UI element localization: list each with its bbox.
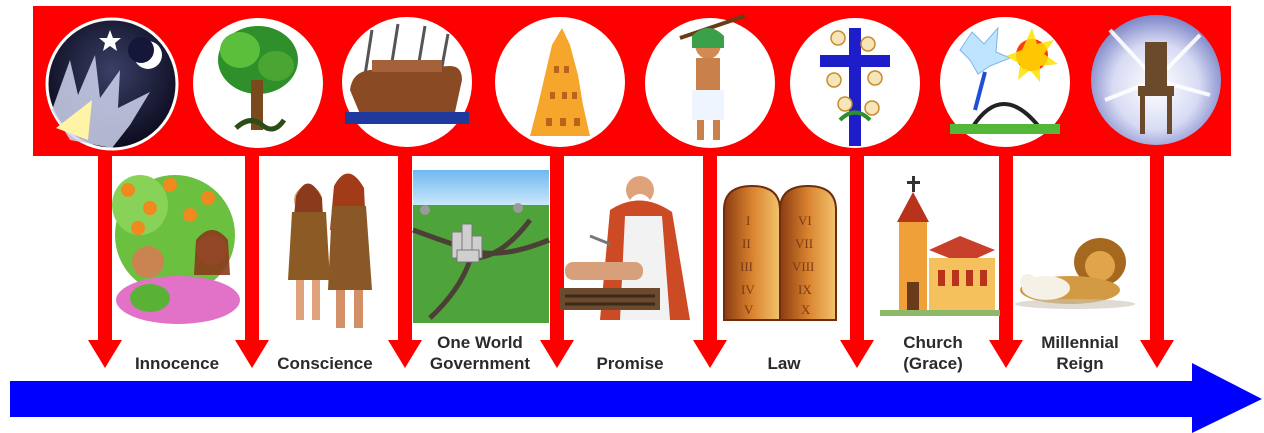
svg-text:IV: IV	[741, 282, 755, 297]
lion-and-lamb-scene	[1015, 238, 1135, 309]
era-icons	[45, 14, 1221, 151]
svg-text:V: V	[744, 302, 754, 317]
city-with-roads-scene	[412, 170, 550, 323]
svg-text:X: X	[801, 302, 811, 317]
down-arrow-3	[388, 150, 422, 368]
down-arrow-7	[989, 150, 1023, 368]
era-label-one-world-government: One World Government	[429, 333, 531, 373]
tower-of-babel-icon	[495, 17, 625, 147]
svg-text:VII: VII	[795, 236, 813, 251]
down-arrow-2	[235, 150, 269, 368]
adam-and-eve-expelled-scene	[288, 173, 372, 328]
svg-text:II: II	[742, 236, 751, 251]
church-building-scene	[880, 176, 1000, 316]
abraham-sacrificing-isaac-scene	[560, 176, 690, 320]
night-sky-moon-icon	[45, 17, 179, 151]
noahs-ark-in-rain-icon	[342, 17, 472, 147]
egyptian-taskmaster-icon	[645, 14, 775, 148]
radiant-throne-icon	[1091, 15, 1221, 145]
era-label-innocence: Innocence	[134, 354, 220, 373]
down-arrow-5	[693, 150, 727, 368]
svg-text:I: I	[746, 213, 750, 228]
svg-text:VIII: VIII	[792, 259, 814, 274]
era-label-conscience: Conscience	[277, 354, 373, 373]
era-label-church-grace: Church (Grace)	[903, 333, 963, 373]
adam-and-eve-in-garden-scene	[112, 175, 240, 324]
down-arrow-1	[88, 150, 122, 368]
svg-text:III: III	[740, 259, 753, 274]
era-label-promise: Promise	[596, 354, 664, 373]
svg-text:IX: IX	[798, 282, 812, 297]
down-arrow-4	[540, 150, 574, 368]
tree-with-serpent-icon	[193, 18, 323, 148]
down-arrows	[88, 150, 1174, 368]
era-label-law: Law	[767, 354, 801, 373]
svg-text:VI: VI	[798, 213, 812, 228]
era-label-millennial-reign: Millennial Reign	[1041, 333, 1119, 373]
timeline-arrow	[10, 363, 1262, 433]
down-arrow-8	[1140, 150, 1174, 368]
cross-with-lilies-icon	[790, 18, 920, 148]
down-arrow-6	[840, 150, 874, 368]
rainbow-bridge-burst-icon	[940, 17, 1070, 147]
